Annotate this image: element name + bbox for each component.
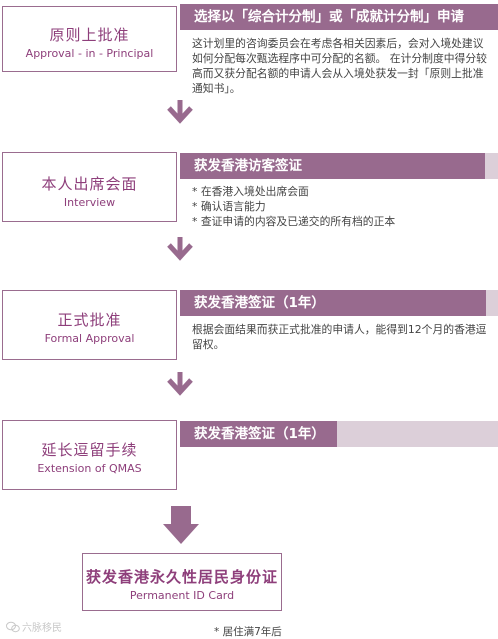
step-box-interview: 本人出席会面 Interview — [2, 152, 177, 222]
down-arrow-icon — [167, 100, 193, 124]
watermark-text: 六脉移民 — [22, 623, 62, 634]
step-subtitle: Formal Approval — [44, 332, 135, 345]
final-box-permanent-id: 获发香港永久性居民身份证 Permanent ID Card — [82, 553, 282, 611]
step-title: 原则上批准 — [49, 26, 130, 44]
block-arrow-icon — [163, 506, 199, 544]
bullet-item: * 查证申请的内容及已递交的所有档的正本 — [192, 215, 396, 228]
header-bar-tail — [485, 153, 498, 179]
step-title: 本人出席会面 — [41, 175, 138, 193]
step-header-bar: 获发香港访客签证 — [180, 153, 485, 179]
step-description: 这计划里的咨询委员会在考虑各相关因素后，会对入境处建议如何分配每次甄选程序中可分… — [192, 37, 487, 95]
step-header-bar: 选择以「综合计分制」或「成就计分制」申请 — [180, 4, 498, 30]
down-arrow-icon — [167, 372, 193, 396]
step-header-bar: 获发香港签证（1年） — [180, 290, 486, 316]
final-footnote: * 居住满7年后 — [214, 626, 282, 638]
watermark: 六脉移民 — [6, 619, 62, 634]
step-subtitle: Approval - in - Principal — [25, 47, 154, 60]
final-subtitle: Permanent ID Card — [129, 589, 235, 602]
step-header-bar: 获发香港签证（1年） — [180, 421, 337, 447]
step-box-extension: 延长逗留手续 Extension of QMAS — [2, 420, 177, 490]
final-title: 获发香港永久性居民身份证 — [85, 568, 278, 586]
header-bar-tail — [486, 290, 498, 316]
bullet-item: * 在香港入境处出席会面 — [192, 185, 309, 198]
step-description: 根据会面结果而获正式批准的申请人，能得到12个月的香港逗留权。 — [192, 323, 487, 351]
bullet-item: * 确认语言能力 — [192, 200, 266, 213]
step-bullets: * 在香港入境处出席会面 * 确认语言能力 * 查证申请的内容及已递交的所有档的… — [192, 184, 492, 229]
step-box-approval-in-principal: 原则上批准 Approval - in - Principal — [2, 6, 177, 72]
step-title: 正式批准 — [57, 311, 122, 329]
header-bar-tail — [337, 421, 498, 447]
step-subtitle: Interview — [63, 196, 116, 209]
down-arrow-icon — [167, 237, 193, 261]
step-title: 延长逗留手续 — [41, 441, 138, 459]
step-subtitle: Extension of QMAS — [37, 462, 142, 475]
step-box-formal-approval: 正式批准 Formal Approval — [2, 290, 177, 360]
wechat-icon — [6, 621, 20, 632]
